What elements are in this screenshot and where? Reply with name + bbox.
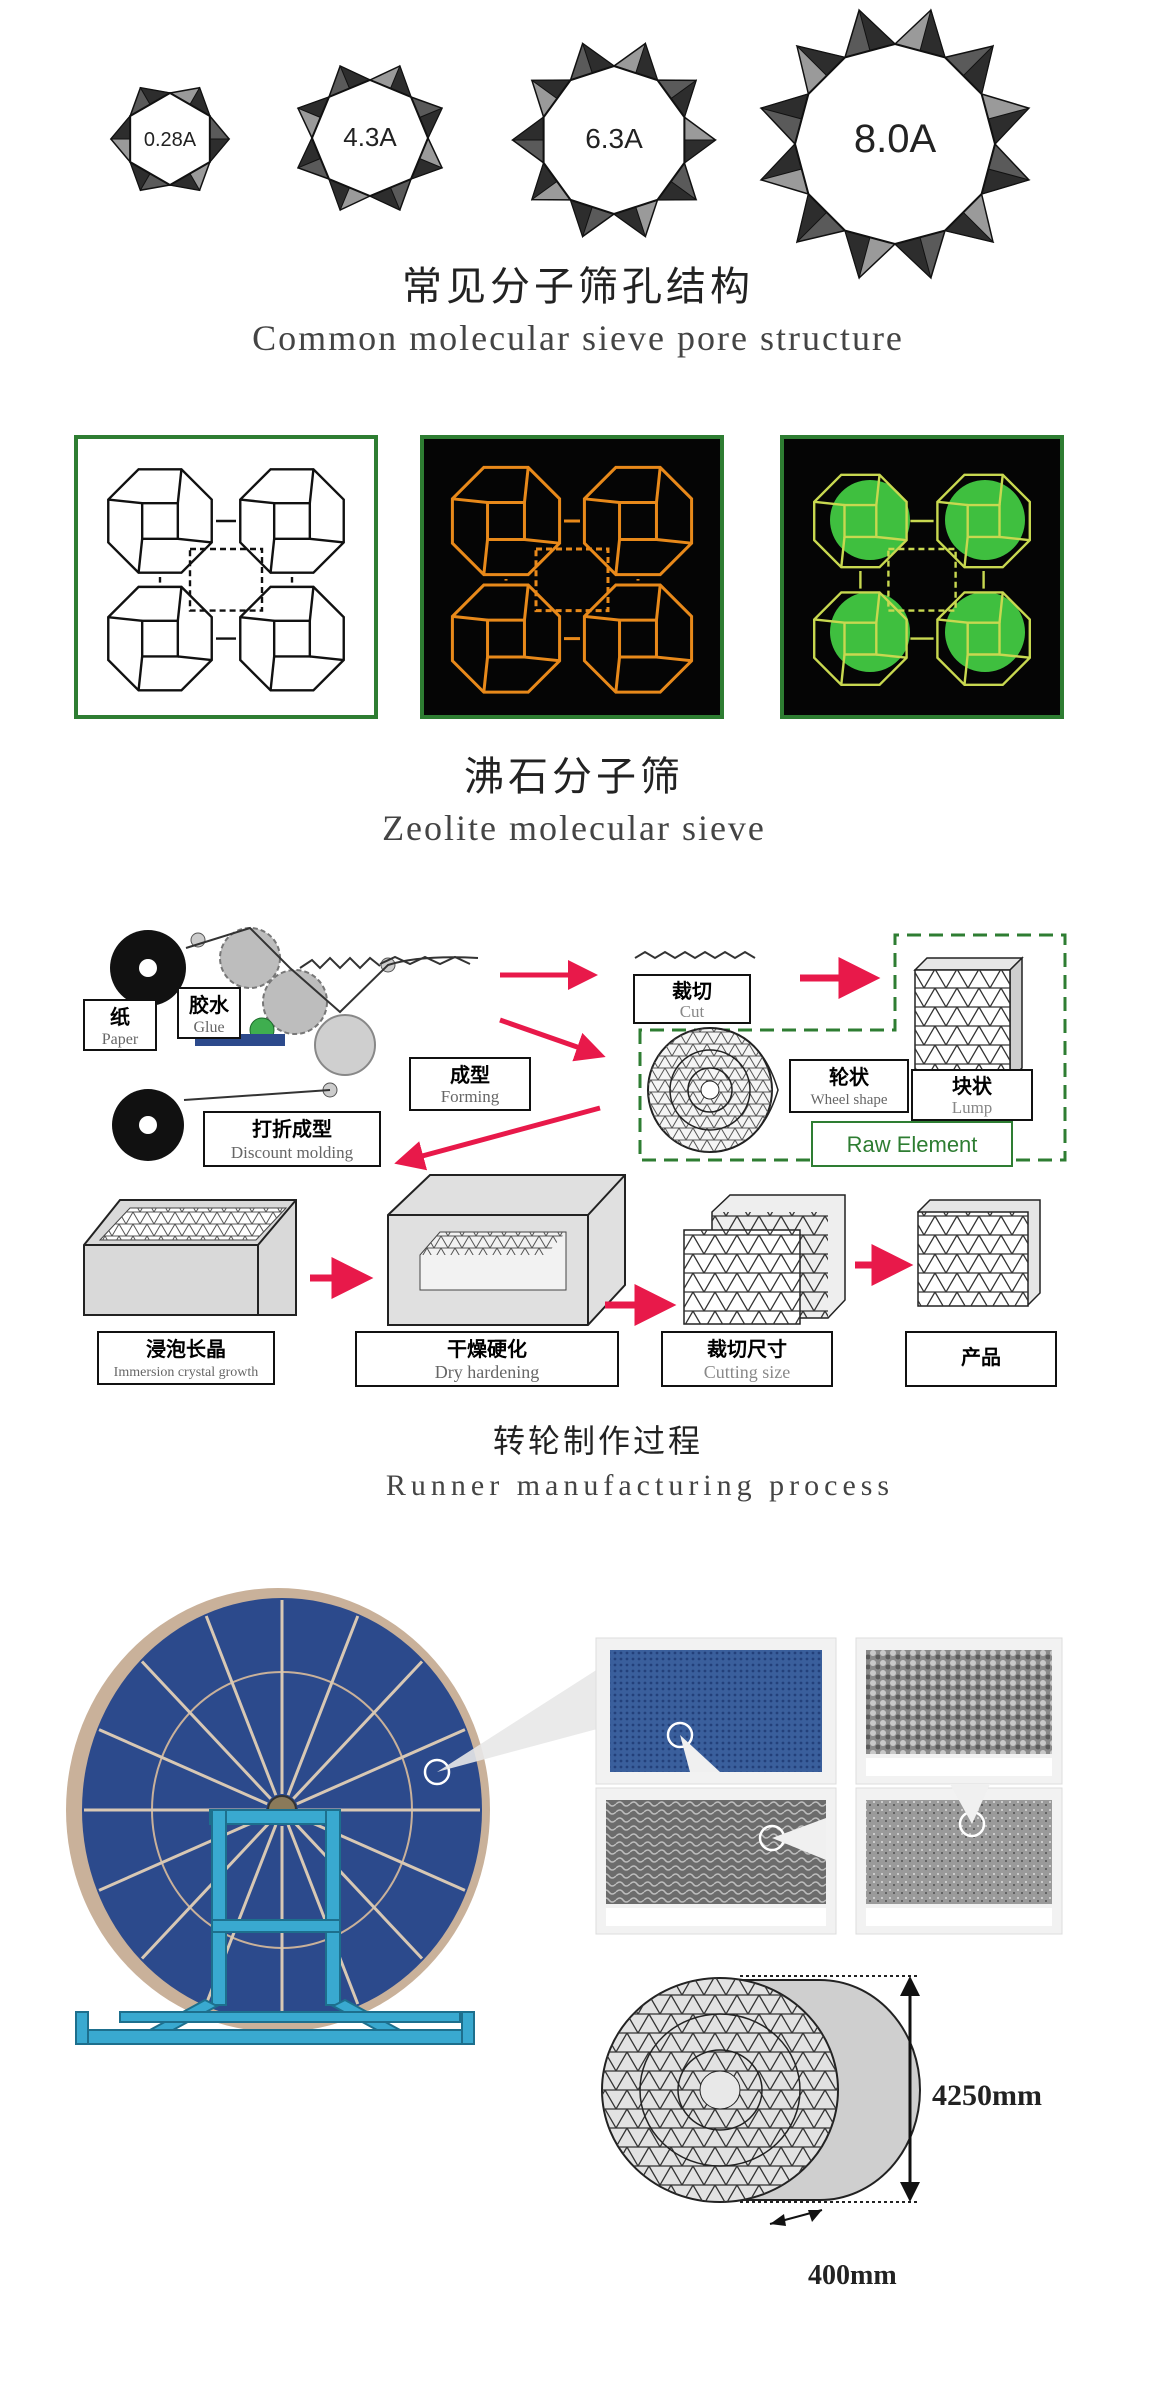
- cutting-blocks: [683, 1194, 846, 1325]
- label-dry-en: Dry hardening: [435, 1362, 539, 1382]
- sem-image-surface: [866, 1800, 1052, 1904]
- zeolite-line-drawing: [74, 435, 378, 719]
- zeolite-orange-model: [420, 435, 724, 719]
- dimension-markers: [740, 1975, 920, 2226]
- label-product-cn: 产品: [961, 1345, 1001, 1369]
- press-roller: [314, 1014, 376, 1076]
- label-glue-en: Glue: [193, 1019, 224, 1036]
- label-cut-en: Cut: [680, 1002, 705, 1021]
- pore-structures: 0.28A 4.3A 6.3A 8.0A: [109, 8, 1031, 280]
- label-lump-en: Lump: [952, 1098, 993, 1117]
- zeolite-green-model: [780, 435, 1064, 719]
- label-forming-en: Forming: [441, 1087, 500, 1106]
- dimension-height: 4250mm: [932, 2079, 1042, 2112]
- label-raw-element: Raw Element: [847, 1132, 978, 1157]
- process-diagram: 纸 Paper 胶水 Glue 成型 Forming 打折成型 Discount…: [83, 926, 1067, 1387]
- label-paper-cn: 纸: [110, 1005, 130, 1029]
- label-lump-cn: 块状: [952, 1074, 993, 1098]
- wheel-shape: [647, 1027, 779, 1153]
- label-cut-cn: 裁切: [672, 979, 712, 1003]
- section3-title-cn: 转轮制作过程: [493, 1422, 703, 1460]
- label-wheel-en: Wheel shape: [810, 1092, 887, 1108]
- rotor-stand: [75, 1809, 475, 2045]
- label-discount-en: Discount molding: [231, 1143, 354, 1162]
- pore-label-2: 4.3A: [343, 122, 397, 152]
- label-dry-cn: 干燥硬化: [447, 1337, 527, 1361]
- immersion-tank: [83, 1199, 297, 1316]
- section1-title-cn: 常见分子筛孔结构: [402, 264, 754, 310]
- pore-icon-3: [511, 41, 717, 239]
- pore-label-4: 8.0A: [854, 117, 937, 161]
- sem-image-honeycomb: [610, 1650, 822, 1772]
- label-glue-cn: 胶水: [189, 993, 230, 1017]
- section3-title-en: Runner manufacturing process: [386, 1469, 894, 1502]
- zeolite-panels: [74, 435, 1064, 719]
- sem-image-fibers: [606, 1800, 826, 1904]
- lump-block: [913, 956, 1024, 1082]
- section1-title-en: Common molecular sieve pore structure: [252, 318, 904, 358]
- label-discount-cn: 打折成型: [252, 1117, 332, 1141]
- product-block: [916, 1199, 1041, 1307]
- sem-image-crystals: [866, 1650, 1052, 1754]
- pore-label-1: 0.28A: [144, 129, 197, 151]
- gear-1: [219, 927, 281, 989]
- wheel-magnify-spot: [423, 1758, 451, 1786]
- label-immersion-cn: 浸泡长晶: [146, 1337, 226, 1361]
- rotor-cylinder: [601, 1977, 921, 2203]
- section2-title-en: Zeolite molecular sieve: [382, 808, 766, 848]
- label-forming-cn: 成型: [450, 1063, 490, 1087]
- pore-icon-2: [296, 64, 444, 212]
- dimension-depth: 400mm: [808, 2260, 897, 2291]
- label-wheel-cn: 轮状: [829, 1065, 870, 1089]
- pore-label-3: 6.3A: [585, 123, 643, 154]
- section2-title-cn: 沸石分子筛: [464, 754, 684, 800]
- sem-images: [595, 1637, 1063, 1935]
- pore-icon-4: [759, 8, 1031, 280]
- label-immersion-en: Immersion crystal growth: [114, 1365, 259, 1380]
- raw-element-frame: [638, 933, 1067, 1162]
- label-paper-en: Paper: [102, 1031, 139, 1048]
- drying-box: [387, 1174, 626, 1326]
- pore-icon-1: [109, 86, 231, 192]
- label-cutting-cn: 裁切尺寸: [707, 1337, 787, 1361]
- label-cutting-en: Cutting size: [704, 1362, 791, 1382]
